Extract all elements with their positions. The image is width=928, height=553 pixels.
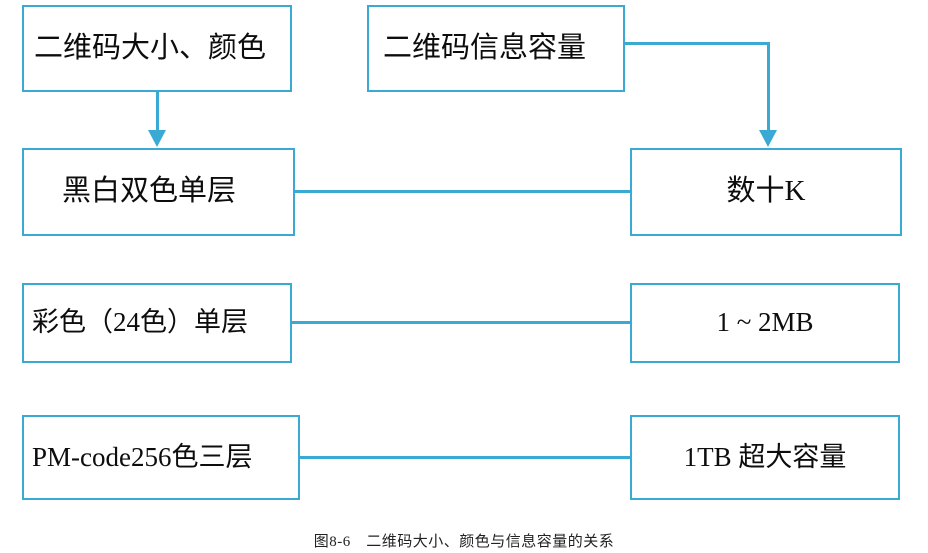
arrow-down-icon-size-color (148, 130, 166, 147)
connector-capacity-to-tensk-horizontal (625, 42, 770, 45)
node-information-capacity: 二维码信息容量 (367, 5, 625, 92)
node-1tb-huge-capacity: 1TB 超大容量 (630, 415, 900, 500)
connector-size-color-to-bw-stem (156, 92, 159, 132)
node-pmcode256-three-layer: PM-code256色三层 (22, 415, 300, 500)
connector-row-4 (300, 456, 630, 459)
node-black-white-single-layer: 黑白双色单层 (22, 148, 295, 236)
node-color-24-single-layer: 彩色（24色）单层 (22, 283, 292, 363)
figure-caption: 图8-6 二维码大小、颜色与信息容量的关系 (313, 534, 615, 550)
connector-row-3 (292, 321, 630, 324)
node-size-color: 二维码大小、颜色 (22, 5, 292, 92)
node-tens-of-k: 数十K (630, 148, 902, 236)
connector-row-2 (295, 190, 630, 193)
arrow-down-icon-capacity (759, 130, 777, 147)
connector-capacity-to-tensk-vertical (767, 42, 770, 132)
node-1-to-2mb: 1 ~ 2MB (630, 283, 900, 363)
